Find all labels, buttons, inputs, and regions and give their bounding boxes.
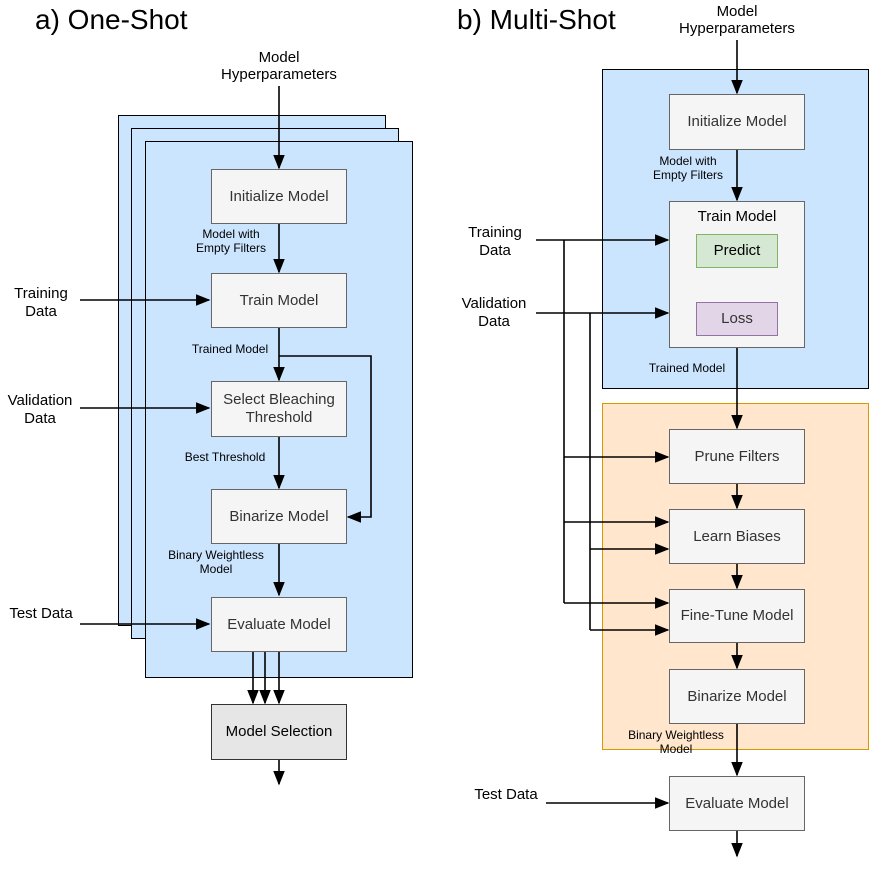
one-shot-train-label: Train Model bbox=[239, 291, 319, 309]
multi-shot-fine-tune-step: Fine-Tune Model bbox=[669, 589, 805, 643]
multi-shot-train-step: Train Model bbox=[669, 201, 805, 348]
multi-shot-binary-weightless-label: Binary Weightless Model bbox=[628, 728, 724, 756]
multi-shot-binarize-label: Binarize Model bbox=[687, 687, 787, 705]
one-shot-validation-data-label: Validation Data bbox=[7, 392, 73, 427]
one-shot-binary-weightless-label: Binary Weightless Model bbox=[168, 548, 264, 576]
one-shot-trained-model-label: Trained Model bbox=[191, 342, 269, 356]
multi-shot-binarize-step: Binarize Model bbox=[669, 669, 805, 724]
multi-shot-fine-tune-label: Fine-Tune Model bbox=[680, 607, 794, 624]
one-shot-hyperparams-label: Model Hyperparameters bbox=[221, 49, 337, 84]
multi-shot-evaluate-step: Evaluate Model bbox=[669, 776, 805, 831]
one-shot-model-selection-label: Model Selection bbox=[225, 723, 333, 740]
one-shot-title: a) One-Shot bbox=[35, 4, 188, 35]
one-shot-binarize-label: Binarize Model bbox=[229, 507, 329, 525]
multi-shot-loss-label: Loss bbox=[721, 310, 753, 327]
multi-shot-train-label: Train Model bbox=[697, 208, 777, 225]
multi-shot-learn-biases-step: Learn Biases bbox=[669, 509, 805, 564]
one-shot-evaluate-step: Evaluate Model bbox=[211, 597, 347, 652]
one-shot-select-threshold-step: Select Bleaching Threshold bbox=[211, 381, 347, 437]
multi-shot-training-data-label: Training Data bbox=[468, 224, 522, 259]
one-shot-evaluate-label: Evaluate Model bbox=[227, 615, 331, 633]
one-shot-initialize-label: Initialize Model bbox=[229, 187, 329, 205]
multi-shot-prune-label: Prune Filters bbox=[694, 447, 780, 465]
multi-shot-predict-step: Predict bbox=[696, 234, 778, 268]
multi-shot-prune-step: Prune Filters bbox=[669, 429, 805, 484]
multi-shot-test-data-label: Test Data bbox=[474, 786, 538, 803]
one-shot-test-data-label: Test Data bbox=[9, 605, 73, 622]
multi-shot-title: b) Multi-Shot bbox=[457, 4, 616, 35]
one-shot-model-selection-step: Model Selection bbox=[211, 704, 347, 760]
edge-trained-to-binarize bbox=[279, 355, 372, 523]
multi-shot-initialize-step: Initialize Model bbox=[669, 94, 805, 150]
multi-shot-predict-label: Predict bbox=[713, 242, 761, 259]
one-shot-initialize-step: Initialize Model bbox=[211, 169, 347, 224]
one-shot-select-threshold-label: Select Bleaching Threshold bbox=[223, 391, 335, 426]
multi-shot-hyperparams-label: Model Hyperparameters bbox=[679, 3, 795, 38]
one-shot-empty-filters-label: Model with Empty Filters bbox=[195, 227, 266, 255]
multi-shot-trained-model-label: Trained Model bbox=[648, 361, 726, 375]
one-shot-training-data-label: Training Data bbox=[14, 285, 68, 320]
one-shot-train-step: Train Model bbox=[211, 273, 347, 328]
multi-shot-initialize-label: Initialize Model bbox=[687, 113, 787, 130]
one-shot-best-threshold-label: Best Threshold bbox=[184, 450, 266, 464]
one-shot-binarize-step: Binarize Model bbox=[211, 489, 347, 544]
multi-shot-validation-data-label: Validation Data bbox=[461, 295, 527, 330]
multi-shot-learn-biases-label: Learn Biases bbox=[693, 527, 781, 545]
multi-shot-empty-filters-label: Model with Empty Filters bbox=[652, 154, 723, 182]
multi-shot-evaluate-label: Evaluate Model bbox=[685, 794, 789, 812]
multi-shot-loss-step: Loss bbox=[696, 302, 778, 336]
